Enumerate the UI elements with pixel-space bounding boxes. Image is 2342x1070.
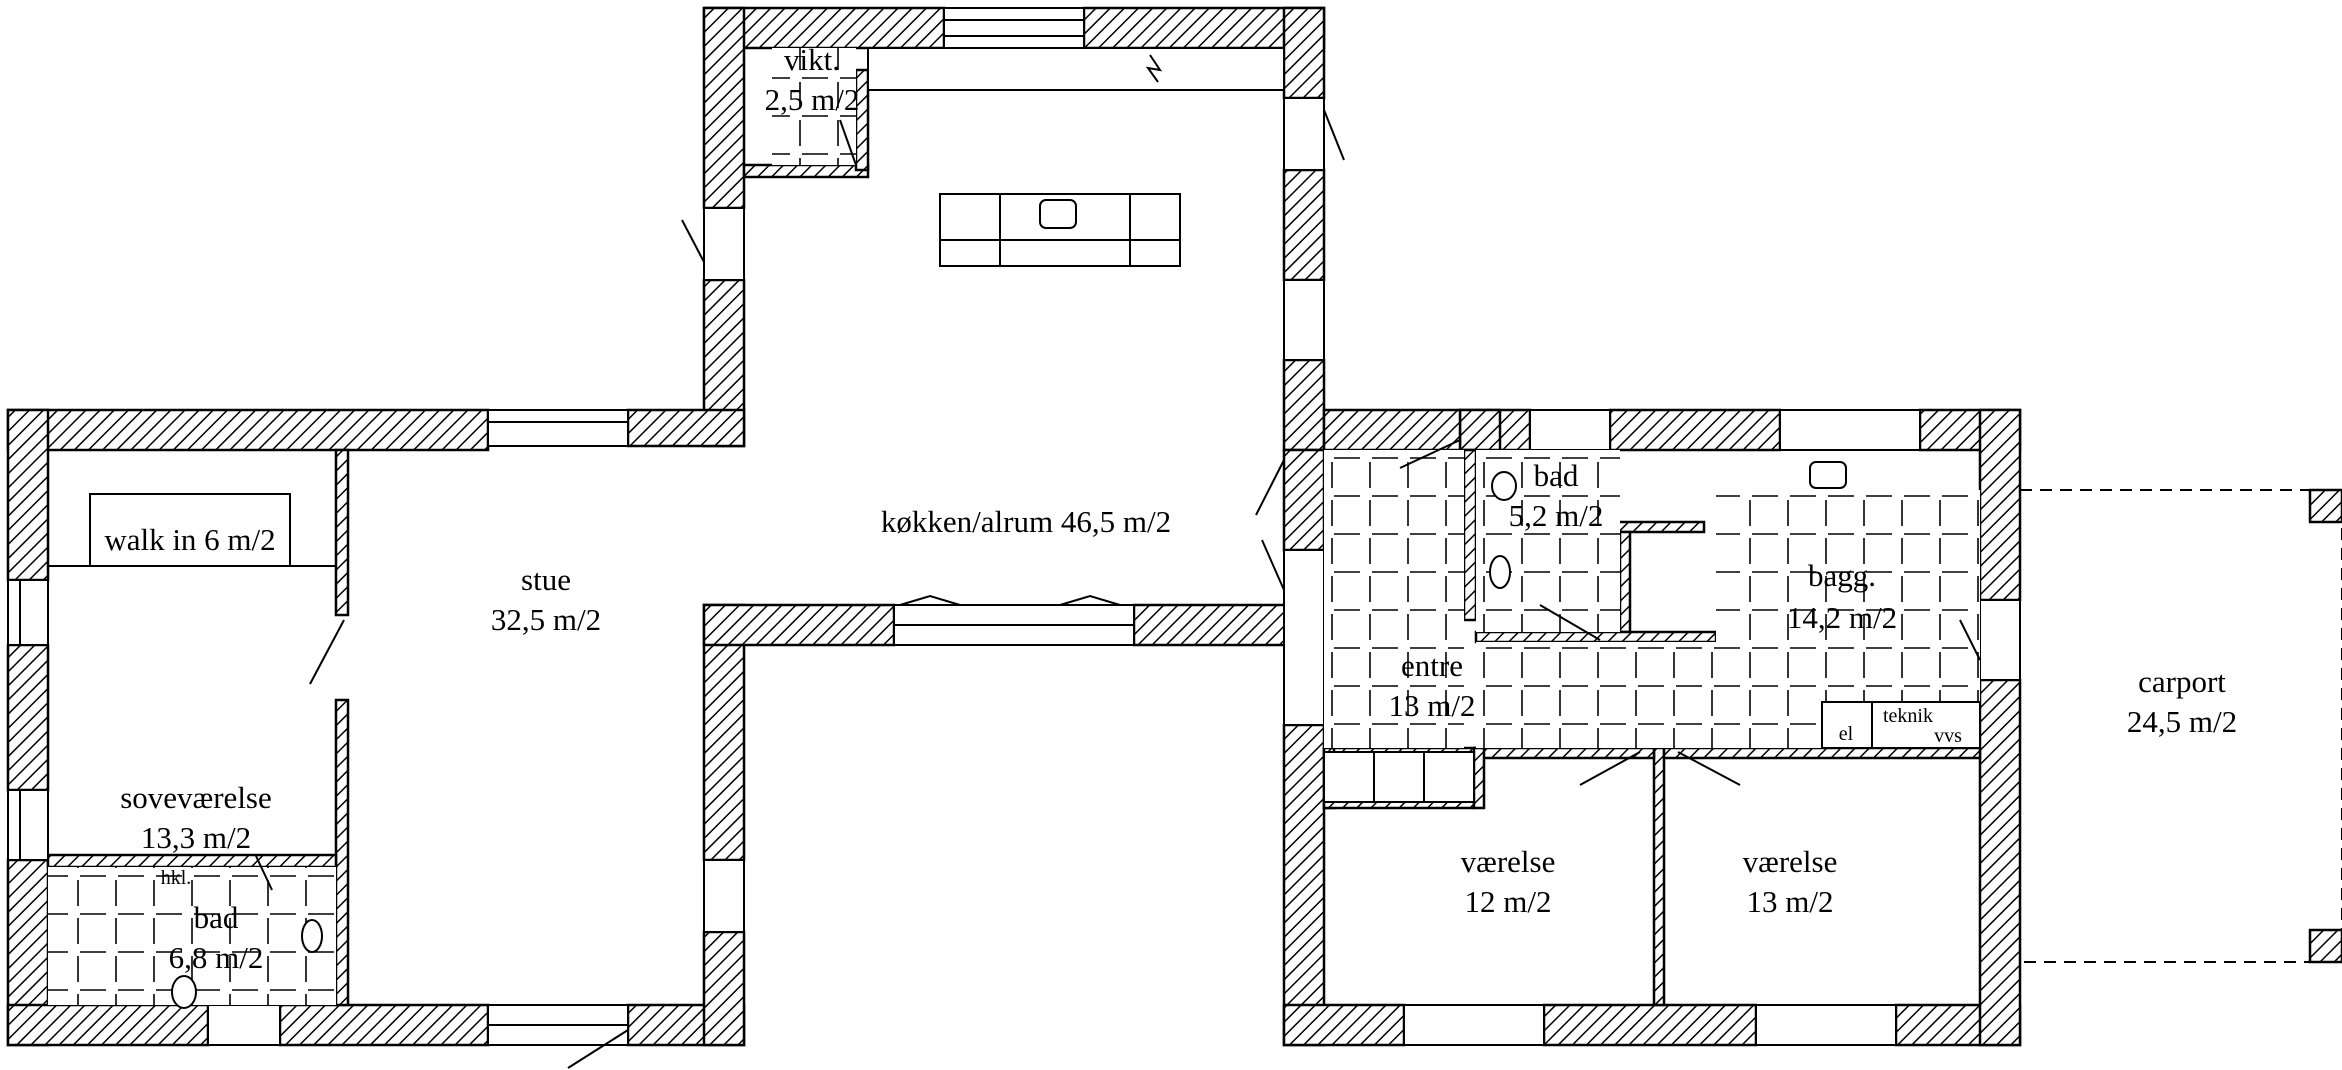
vvs-label: vvs [1934,725,1962,747]
stue-name: stue [521,562,571,597]
doors [255,109,1981,1069]
sovevaerelse-area: 13,3 m/2 [141,820,251,855]
walkin-label: walk in 6 m/2 [104,522,275,557]
sovevaerelse-name: soveværelse [120,780,272,815]
bagg-name: bagg. [1808,558,1876,593]
fixtures [48,461,1981,1009]
tiled-floors [48,48,1980,1005]
vaerelse1-area: 12 m/2 [1465,884,1552,919]
teknik-label: teknik [1883,705,1933,727]
carport-area: 24,5 m/2 [2127,704,2237,739]
vaerelse2-area: 13 m/2 [1747,884,1834,919]
stue-area: 32,5 m/2 [491,602,601,637]
bagg-area: 14,2 m/2 [1787,600,1897,635]
carport-outline [2019,489,2342,963]
windows [7,7,2021,1046]
hkl-label: hkl. [161,867,192,889]
carport-name: carport [2138,664,2226,699]
bad1-area: 6,8 m/2 [169,940,264,975]
kokken-label: køkken/alrum 46,5 m/2 [881,504,1171,539]
bad2-name: bad [1534,458,1579,493]
kitchen-furniture [867,47,1285,267]
el-label: el [1839,723,1854,745]
exterior-walls [6,6,2342,1047]
vaerelse1-name: værelse [1461,844,1556,879]
vaerelse2-name: værelse [1743,844,1838,879]
vikt-name: vikt. [784,42,840,77]
entre-name: entre [1401,648,1463,683]
bad1-name: bad [194,900,239,935]
vikt-area: 2,5 m/2 [765,82,860,117]
entre-area: 13 m/2 [1389,688,1476,723]
bad2-area: 5,2 m/2 [1509,498,1604,533]
